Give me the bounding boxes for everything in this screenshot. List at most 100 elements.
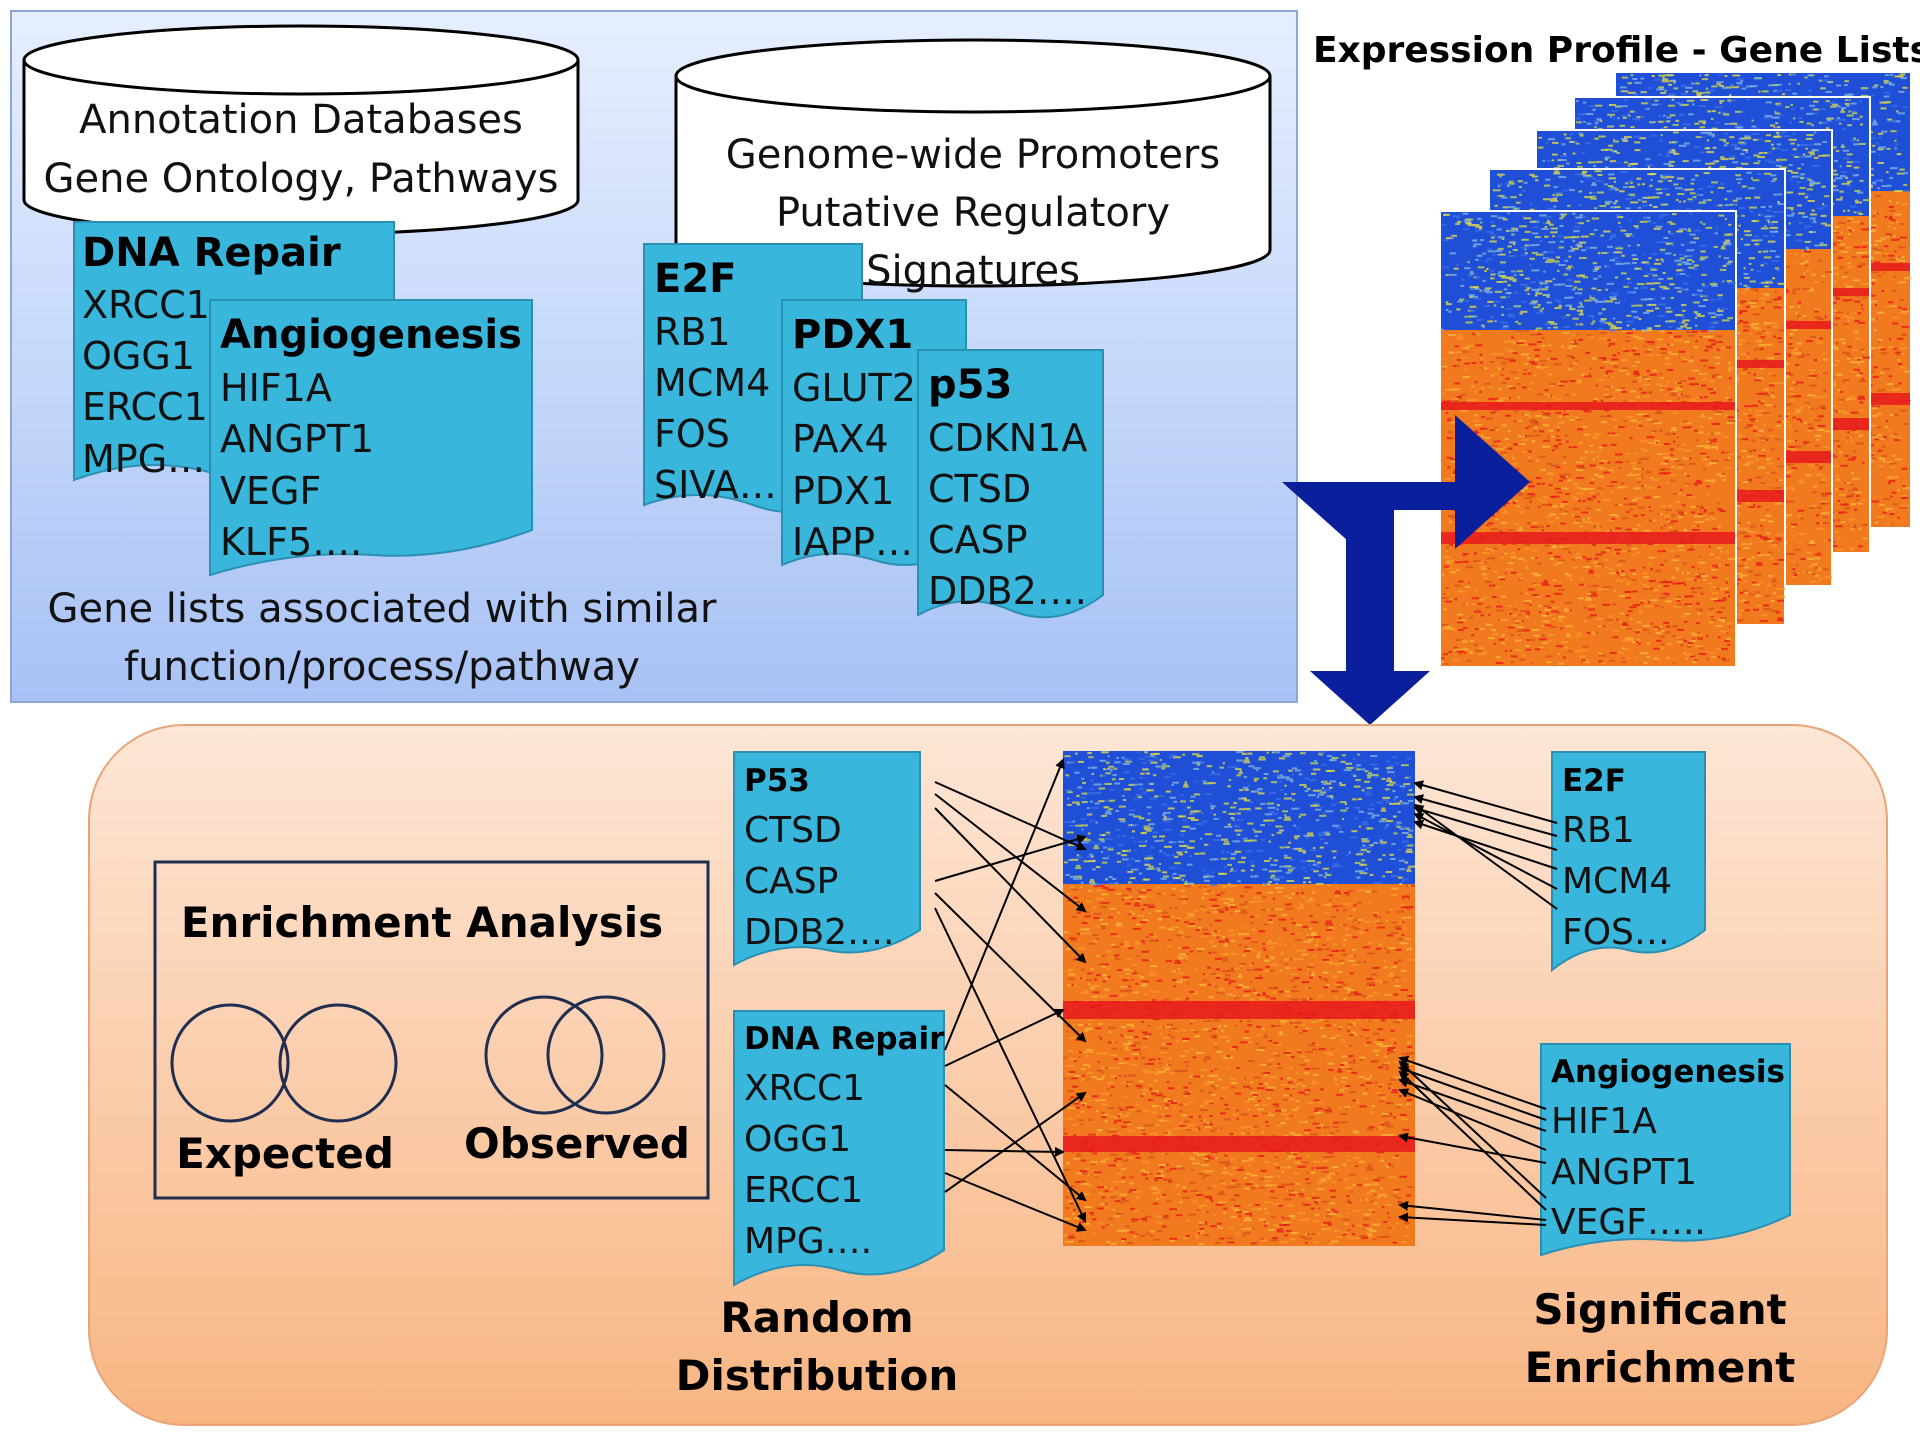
heatmap-speck	[1859, 123, 1863, 126]
heatmap-speck	[1758, 90, 1761, 93]
heatmap-speck	[1837, 389, 1841, 392]
heatmap-speck	[1586, 113, 1594, 115]
heatmap-speck	[1808, 89, 1813, 92]
heatmap-speck	[1711, 85, 1718, 88]
heatmap-speck	[1867, 294, 1876, 297]
heatmap-speck	[1784, 89, 1792, 92]
heatmap-speck	[1847, 262, 1852, 265]
heatmap-speck	[1860, 87, 1869, 90]
heatmap-speck	[1694, 122, 1700, 125]
heatmap-speck	[1686, 99, 1695, 102]
heatmap-speck	[1632, 118, 1640, 121]
heatmap-speck	[1853, 143, 1859, 146]
heatmap-speck	[1834, 455, 1837, 458]
heatmap-speck	[1735, 124, 1740, 127]
heatmap-speck	[1852, 518, 1856, 521]
heatmap-speck	[1661, 80, 1670, 83]
heatmap-speck	[1877, 162, 1884, 164]
heatmap-speck	[1620, 90, 1629, 93]
heatmap-speck	[1821, 494, 1828, 497]
heatmap-speck	[1847, 209, 1850, 212]
heatmap-speck	[1583, 101, 1587, 104]
heatmap-speck	[1894, 139, 1897, 142]
heatmap-speck	[1829, 383, 1837, 386]
heatmap-speck	[1626, 112, 1630, 115]
gene-name: RB1	[654, 310, 731, 354]
heatmap-speck	[1798, 117, 1803, 120]
heatmap-speck	[1885, 305, 1893, 308]
heatmap-speck	[1847, 495, 1851, 498]
heatmap-speck	[1812, 112, 1818, 115]
heatmap-speck	[1807, 74, 1812, 77]
heatmap-speck	[1825, 100, 1830, 103]
heatmap-speck	[1630, 74, 1634, 77]
heatmap-speck	[1877, 346, 1883, 349]
heatmap-speck	[1842, 299, 1848, 302]
heatmap-speck	[1850, 493, 1855, 496]
heatmap-speck	[1862, 350, 1865, 353]
heatmap-speck	[1740, 79, 1744, 82]
heatmap-speck	[1869, 434, 1876, 437]
heatmap-speck	[1890, 495, 1893, 498]
heatmap-speck	[1837, 445, 1841, 448]
heatmap-speck	[1861, 354, 1864, 357]
heatmap-speck	[1730, 122, 1738, 125]
heatmap-speck	[1814, 131, 1817, 134]
heatmap-speck	[1850, 411, 1859, 414]
heatmap-speck	[1851, 256, 1857, 259]
heatmap-speck	[1903, 183, 1908, 186]
heatmap-speck	[1692, 90, 1699, 93]
heatmap-speck	[1897, 153, 1902, 156]
heatmap-speck	[1889, 513, 1895, 516]
heatmap-speck	[1685, 90, 1689, 93]
heatmap-speck	[1876, 515, 1885, 518]
heatmap-speck	[1861, 228, 1869, 231]
heatmap-speck	[1835, 235, 1844, 238]
heatmap-speck	[1767, 84, 1774, 87]
heatmap-speck	[1775, 102, 1779, 105]
heatmap-speck	[1753, 77, 1760, 80]
heatmap-speck	[1833, 301, 1837, 304]
heatmap-speck	[1892, 454, 1896, 457]
heatmap-speck	[1868, 226, 1876, 229]
heatmap-speck	[1894, 213, 1902, 216]
heatmap-speck	[1806, 552, 1812, 554]
heatmap-speck	[1903, 189, 1910, 192]
heatmap-speck	[1833, 272, 1839, 275]
heatmap-speck	[1840, 250, 1849, 253]
heatmap-speck	[1899, 312, 1907, 315]
heatmap-speck	[1871, 354, 1874, 357]
heatmap-speck	[1711, 110, 1716, 113]
heatmap-speck	[1594, 120, 1601, 123]
heatmap-speck	[1840, 231, 1843, 234]
heatmap-speck	[1893, 235, 1896, 237]
heatmap-speck	[1721, 86, 1728, 89]
gene-name: MPG….	[82, 437, 217, 481]
heatmap-speck	[1880, 107, 1887, 110]
heatmap-speck	[1825, 127, 1830, 130]
heatmap-speck	[1711, 127, 1718, 130]
heatmap-speck	[1729, 99, 1737, 102]
heatmap-speck	[1855, 201, 1862, 204]
heatmap-speck	[1836, 478, 1841, 481]
heatmap-speck	[1771, 116, 1780, 119]
heatmap-speck	[1836, 342, 1839, 345]
heatmap-speck	[1862, 199, 1871, 202]
heatmap-speck	[1662, 78, 1669, 81]
heatmap-speck	[1791, 73, 1795, 76]
heatmap-speck	[1684, 86, 1693, 89]
heatmap-speck	[1834, 348, 1839, 351]
heatmap-speck	[1902, 308, 1908, 311]
heatmap-speck	[1774, 110, 1777, 113]
heatmap-speck	[1842, 351, 1850, 354]
heatmap-speck	[1829, 101, 1836, 104]
heatmap-speck	[1699, 126, 1706, 129]
heatmap-speck	[1835, 150, 1840, 153]
heatmap-speck	[1704, 74, 1709, 77]
gene-name: ERCC1	[82, 385, 208, 429]
heatmap-speck	[1860, 349, 1865, 351]
heatmap-speck	[1649, 121, 1655, 124]
heatmap-speck	[1846, 104, 1850, 107]
heatmap-speck	[1886, 383, 1894, 386]
heatmap-speck	[1881, 445, 1886, 448]
